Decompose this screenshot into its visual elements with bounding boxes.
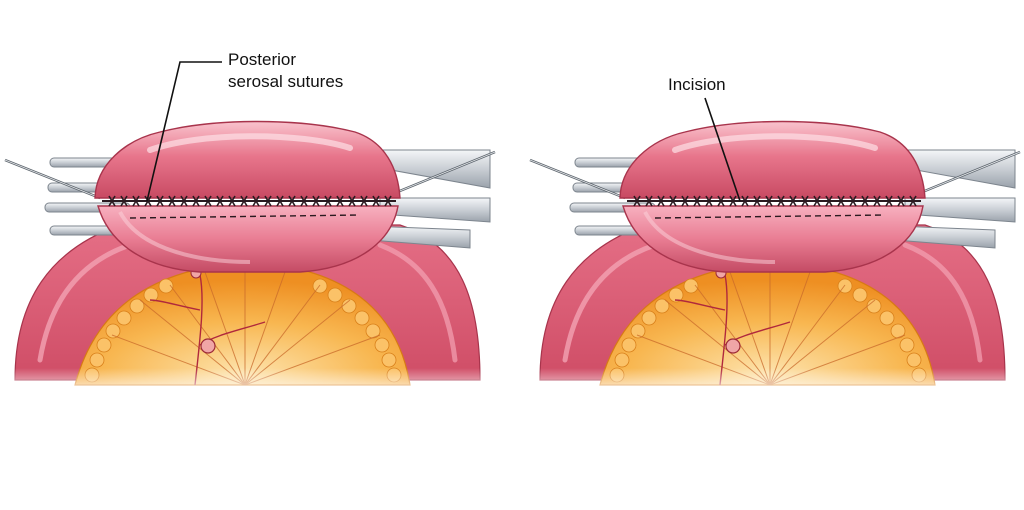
label-line: Posterior [228,50,297,69]
panel-right [525,122,1024,399]
label-incision: Incision [668,74,726,96]
leader-line-left [146,61,222,202]
panel-left [0,122,505,399]
label-posterior-serosal-sutures: Posterior serosal sutures [228,49,343,93]
leader-line-right [704,97,741,202]
label-line: serosal sutures [228,72,344,91]
label-line: Incision [668,75,726,94]
